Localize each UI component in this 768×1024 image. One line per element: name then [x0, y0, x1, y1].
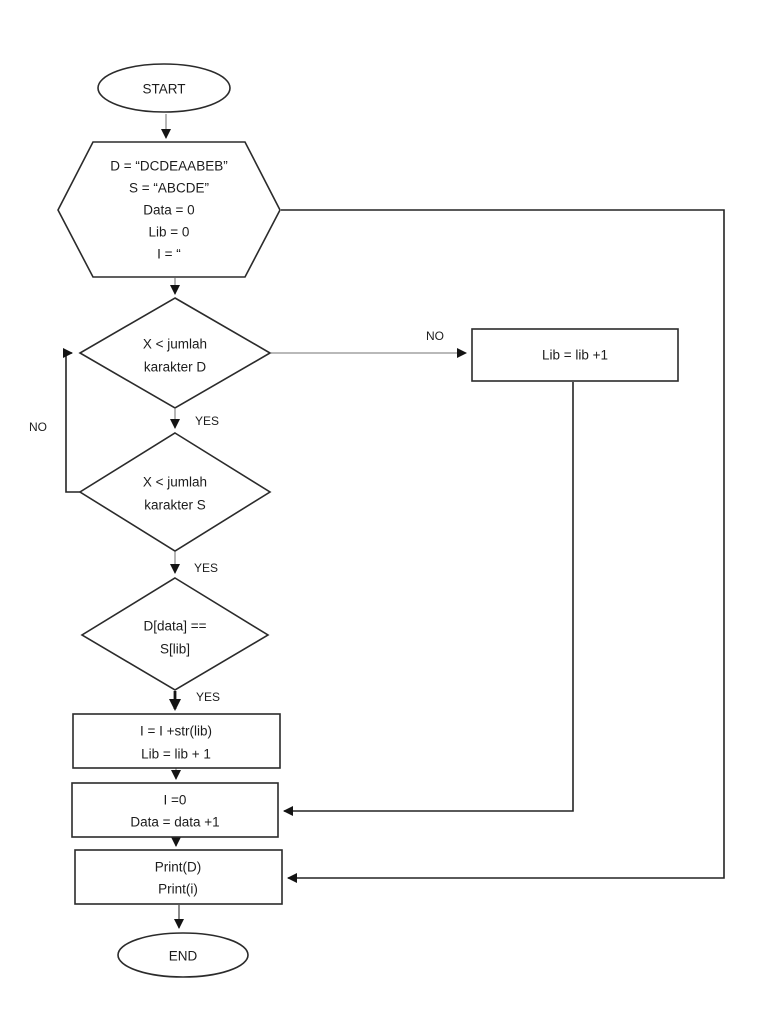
node-print-line: Print(D) — [155, 860, 202, 875]
node-reset-line: I =0 — [164, 793, 187, 808]
node-reset-line: Data = data +1 — [130, 815, 219, 830]
node-lib-inc-line: Lib = lib +1 — [542, 348, 608, 363]
node-start-shape — [97, 63, 231, 113]
node-init-line: I = “ — [157, 247, 181, 262]
branch-label-yes-d: YES — [195, 414, 219, 428]
node-print-line: Print(i) — [158, 882, 198, 897]
node-start-label: START — [142, 82, 185, 97]
node-cond-s-shape — [78, 432, 272, 552]
node-cond-match-line: D[data] == — [143, 619, 206, 634]
node-reset-shape — [71, 782, 279, 838]
edge-lib-inc-to-reset — [283, 382, 574, 816]
node-cond-d-shape — [78, 297, 272, 409]
node-cond-d-line: karakter D — [144, 360, 207, 375]
branch-label-yes-match: YES — [196, 690, 220, 704]
node-cond-s-line: X < jumlah — [143, 475, 207, 490]
node-cond-match-line: S[lib] — [160, 642, 190, 657]
node-end-label: END — [169, 949, 198, 964]
node-init-line: Data = 0 — [143, 203, 194, 218]
node-end-shape — [117, 932, 249, 978]
node-lib-inc-shape — [471, 328, 679, 382]
edge-init-loop-to-print — [281, 209, 725, 883]
edge-cond-s-no-loop-to-cond-d — [63, 348, 80, 493]
node-append-line: I = I +str(lib) — [140, 724, 212, 739]
node-append-shape — [72, 713, 281, 769]
node-cond-s-line: karakter S — [144, 498, 206, 513]
node-init-shape — [57, 141, 281, 278]
node-init-line: S = “ABCDE” — [129, 181, 209, 196]
node-init-line: D = “DCDEAABEB” — [110, 159, 227, 174]
node-init-line: Lib = 0 — [149, 225, 190, 240]
branch-label-yes-s: YES — [194, 561, 218, 575]
node-cond-d-line: X < jumlah — [143, 337, 207, 352]
branch-label-no-loop: NO — [29, 420, 47, 434]
node-append-line: Lib = lib + 1 — [141, 747, 211, 762]
node-cond-match-shape — [80, 577, 270, 691]
branch-label-no-right: NO — [426, 329, 444, 343]
node-print-shape — [74, 849, 283, 905]
